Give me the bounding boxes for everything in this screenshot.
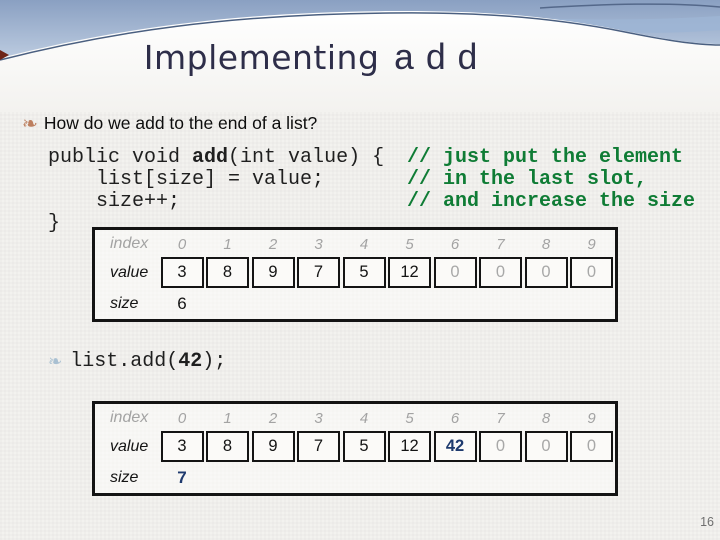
index-cell: 9 [587,235,596,253]
comment-line-2: // in the last slot, [407,168,648,191]
index-label: index [110,409,149,426]
code-line-4: } [48,212,61,235]
index-cell: 5 [405,409,414,427]
index-cell: 7 [496,235,505,253]
index-cell: 4 [359,235,369,253]
code-line-3: size++; [48,190,181,213]
index-cell: 0 [177,409,187,427]
index-row: index 0 1 2 3 4 5 6 7 8 9 [95,408,615,428]
index-cell: 0 [177,235,187,253]
value-label: value [110,263,149,281]
size-label: size [110,468,139,486]
title-code-word: add [393,39,489,80]
code-block: public void add(int value) { list[size] … [48,147,384,235]
value-cell-empty: 0 [479,257,522,288]
value-cell: 5 [342,257,386,288]
size-label: size [110,294,139,312]
top-right-line [539,3,720,9]
wave-crest-line [0,12,720,61]
array-state-before: index 0 1 2 3 4 5 6 7 8 9 value 3 8 9 7 … [92,227,618,322]
wave-header-decoration [0,0,720,112]
size-row: size 7 [95,467,615,488]
index-cell: 5 [405,235,414,253]
value-cell: 7 [297,257,340,288]
index-cell: 3 [314,409,323,427]
index-cell: 4 [359,409,369,427]
index-cell: 2 [268,235,278,253]
value-row: value 3 8 9 7 5 12 0 0 0 0 [95,257,615,288]
value-cell: 7 [297,431,340,462]
value-cell: 12 [388,431,431,462]
array-state-after: index 0 1 2 3 4 5 6 7 8 9 value 3 8 9 7 … [92,401,618,496]
index-cell: 8 [541,235,551,253]
value-cell-added: 42 [433,431,477,462]
size-value: 7 [177,467,187,487]
value-cell: 5 [342,431,386,462]
value-cell: 8 [206,431,249,462]
index-cell: 9 [587,409,596,427]
method-call-bullet: ❧ list.add(42); [48,351,226,373]
page-number: 16 [700,515,714,529]
index-label: index [110,235,149,252]
index-cell: 2 [268,409,278,427]
page-title: Implementing add [0,38,632,80]
value-row: value 3 8 9 7 5 12 42 0 0 0 [95,431,615,462]
value-cell: 8 [206,257,249,288]
floral-bullet-icon: ❧ [48,352,63,372]
index-cell: 1 [223,409,232,427]
value-cell-empty: 0 [524,431,568,462]
call-post: ); [202,350,227,373]
white-wave [0,10,720,112]
value-cell: 12 [388,257,431,288]
value-cell: 3 [160,431,204,462]
value-label: value [110,437,149,455]
value-cell: 9 [251,257,295,288]
method-call-text: list.add(42); [70,351,226,373]
index-cell: 6 [450,409,460,427]
code-line-1: public void add(int value) { [48,146,384,169]
size-row: size 6 [95,293,615,314]
index-cell: 8 [541,409,551,427]
code-method-name: add [192,146,229,169]
comment-line-1: // just put the element [407,146,684,169]
comment-line-3: // and increase the size [407,190,696,213]
call-argument: 42 [178,350,203,373]
value-cell: 3 [160,257,204,288]
call-pre: list.add( [70,350,179,373]
code-comments: // just put the element // in the last s… [407,147,695,213]
index-cell: 3 [314,235,323,253]
value-cell-empty: 0 [479,431,522,462]
value-cell-empty: 0 [570,257,613,288]
title-text: Implementing [143,38,380,77]
size-value: 6 [177,293,187,313]
value-cell: 9 [251,431,295,462]
value-cell-empty: 0 [433,257,477,288]
index-row: index 0 1 2 3 4 5 6 7 8 9 [95,234,615,254]
code-line-2: list[size] = value; [48,168,325,191]
red-accent-sliver [0,50,9,60]
code-l1-post: (int value) { [228,146,385,169]
question-text: How do we add to the end of a list? [43,113,318,133]
index-cell: 6 [450,235,460,253]
value-cell-empty: 0 [524,257,568,288]
value-cell-empty: 0 [570,431,613,462]
question-bullet: ❧ How do we add to the end of a list? [22,113,317,135]
floral-bullet-icon: ❧ [22,113,38,135]
index-cell: 7 [496,409,505,427]
index-cell: 1 [223,235,232,253]
code-l1-pre: public void [48,146,193,169]
